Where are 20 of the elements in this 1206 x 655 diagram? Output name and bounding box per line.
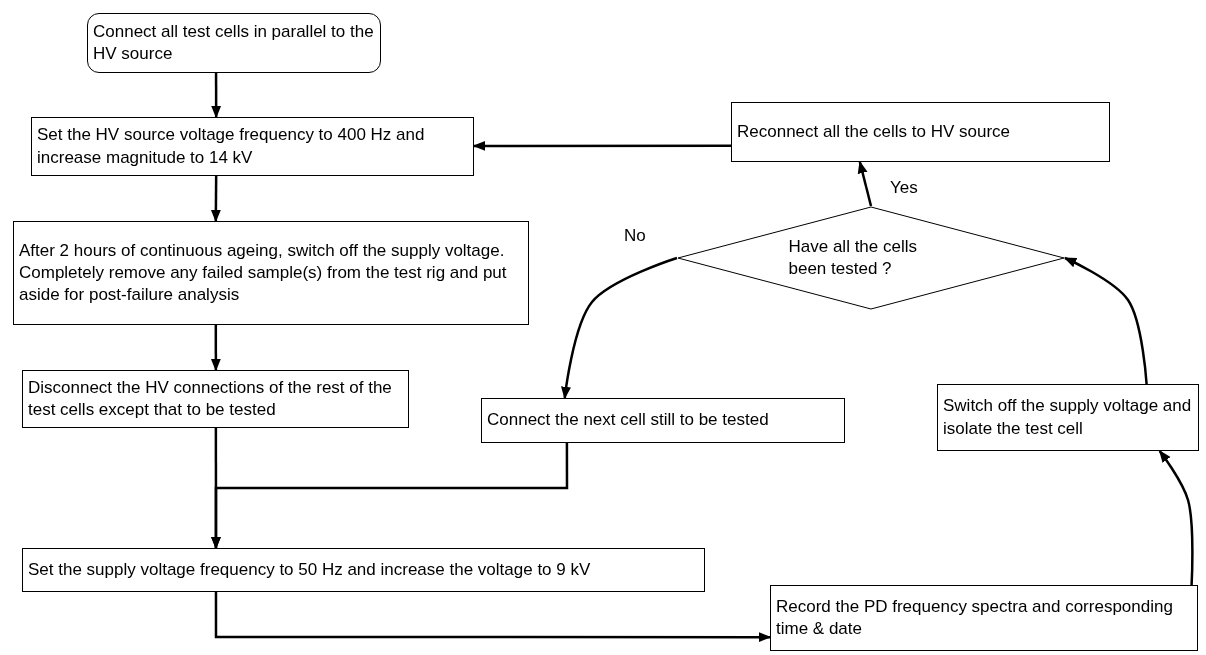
process-box: Reconnect all the cells to HV source [731,102,1110,162]
process-box: Switch off the supply voltage and isolate the test cell [937,384,1199,451]
process-box: Set the supply voltage frequency to 50 Hz and increase the voltage to 9 kV [22,548,705,592]
arrow [1063,256,1148,385]
arrow [857,160,873,207]
process-box: After 2 hours of continuous ageing, switch off the supply voltage. Completely remove any failed sample(s) from the test rig and put aside for post-failure analysis [13,221,529,325]
arrow [210,176,221,223]
arrow [211,73,222,119]
arrow [214,592,772,643]
decision-text: Have all the cells been tested ? [788,235,918,280]
process-box: Set the HV source voltage frequency to 400 Hz and increase magnitude to 14 kV [31,117,474,176]
arrow [1158,450,1194,586]
start-box: Connect all test cells in parallel to the HV source [87,13,381,73]
arrow [211,443,569,550]
process-box: Connect the next cell still to be tested [481,398,845,443]
process-box: Record the PD frequency spectra and corresponding time & date [770,585,1198,651]
arrow [472,140,731,151]
process-box: Disconnect the HV connections of the rest of the test cells except that to be tested [22,370,409,428]
arrow [210,325,221,372]
arrow [561,256,678,400]
